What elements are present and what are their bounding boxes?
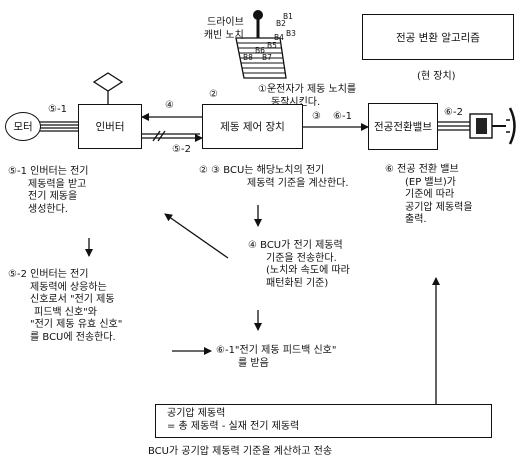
step-5-1-line4: 생성한다. [28, 203, 68, 215]
ep-valve-label: 전공전환밸브 [374, 121, 432, 133]
step-4-line4: 패턴화된 기준) [266, 277, 329, 289]
notch-b7: B7 [262, 53, 272, 62]
step-5-2-line1: ⑤-2 인버터는 전기 [8, 269, 89, 280]
step-5-2-text: ⑤-2 인버터는 전기 제동력에 상응하는 신호로서 "전기 제동 피드백 신호… [8, 269, 122, 344]
link-5-1 [38, 121, 78, 132]
brake-control-box: 제동 제어 장치 [202, 104, 303, 149]
marker-2: ② [209, 89, 218, 100]
notch-b1: B1 [283, 12, 293, 21]
marker-5-2: ⑤-2 [172, 144, 191, 155]
notch-handle-graphic [235, 10, 287, 79]
figure-caption: BCU가 공기압 제동력 기준을 계산하고 전송 [148, 446, 333, 457]
step-4-line2: 기준을 전송한다. [266, 252, 337, 264]
marker-6-1: ⑥-1 [333, 111, 352, 122]
notch-b4: B4 [274, 33, 284, 42]
inverter-label: 인버터 [95, 121, 125, 133]
formula-box: 공기압 제동력 = 총 제동력 - 실재 전기 제동력 [155, 404, 492, 438]
motor-box: 모터 [5, 112, 41, 141]
step-5-2-line6: 를 BCU에 전송한다. [30, 331, 116, 343]
handle-label-line2: 캐빈 노치 [203, 29, 244, 41]
brake-cylinder-graphic [469, 107, 516, 145]
algorithm-title: 전공 변환 알고리즘 [396, 31, 480, 44]
step-5-2-line5: "전기 제동 유효 신호" [30, 319, 123, 330]
step-2-3-line2: 제동력 기준을 계산한다. [247, 177, 349, 189]
notch-b5: B5 [267, 41, 277, 50]
step-1-line2: 동작시킨다. [271, 96, 321, 108]
marker-5-1: ⑤-1 [48, 104, 67, 115]
formula-line2: = 총 제동력 - 실재 전기 제동력 [167, 421, 300, 432]
link-6-2 [438, 121, 470, 131]
step-5-2-line4: 피드백 신호"와 [34, 306, 97, 318]
marker-3: ③ [312, 111, 321, 122]
step-6-line4: 공기압 제동력을 [405, 201, 473, 213]
handle-label: 드라이브 캐빈 노치 [204, 17, 244, 42]
inverter-box: 인버터 [78, 104, 142, 149]
step-6-1-text: ⑥-1"전기 제동 피드백 신호" 를 받음 [216, 345, 336, 370]
step-2-3-line1: ② ③ BCU는 해당노치의 전기 [199, 165, 325, 176]
step-4-line3: (노치와 속도에 따라 [266, 265, 350, 276]
step-6-line5: 출력. [405, 214, 427, 225]
step-5-2-line3: 신호로서 "전기 제동 [30, 294, 115, 305]
arrow-5-2 [142, 130, 203, 142]
step-6-line1: ⑥ 전공 전환 밸브 [385, 164, 459, 175]
algorithm-subtitle: (현 장치) [417, 71, 456, 82]
inverter-indicator-diamond [92, 72, 124, 92]
step-6-line2: (EP 밸브)가 [405, 176, 456, 188]
step-6-text: ⑥ 전공 전환 밸브 (EP 밸브)가 기준에 따라 공기압 제동력을 출력. [385, 164, 473, 227]
step-5-1-line2: 제동력을 받고 [28, 178, 87, 190]
step-6-1-line2: 를 받음 [238, 357, 269, 369]
step-1-text: ①운전자가 제동 노치를 동작시킨다. [258, 84, 356, 109]
ep-valve-box: 전공전환밸브 [368, 103, 438, 150]
step-6-line3: 기준에 따라 [405, 189, 455, 200]
step-5-1-line3: 전기 제동을 [28, 191, 78, 202]
step-6-1-line1: ⑥-1"전기 제동 피드백 신호" [216, 345, 337, 356]
brake-control-label: 제동 제어 장치 [220, 121, 285, 133]
step-2-3-text: ② ③ BCU는 해당노치의 전기 제동력 기준을 계산한다. [199, 165, 349, 190]
step-4-line1: ④ BCU가 전기 제동력 [248, 240, 343, 251]
step-5-1-text: ⑤-1 인버터는 전기 제동력을 받고 전기 제동을 생성한다. [8, 166, 89, 216]
notch-b3: B3 [286, 29, 296, 38]
marker-6-2: ⑥-2 [444, 107, 463, 118]
notch-b8: B8 [243, 53, 253, 62]
step-1-line1: ①운전자가 제동 노치를 [258, 84, 357, 95]
notch-b6: B6 [255, 46, 265, 55]
arrow-diagonal-4-to-51 [164, 213, 229, 259]
marker-4: ④ [165, 100, 174, 111]
step-4-text: ④ BCU가 전기 제동력 기준을 전송한다. (노치와 속도에 따라 패턴화된… [248, 240, 350, 290]
formula-line1: 공기압 제동력 [167, 408, 226, 419]
notch-b2: B2 [276, 19, 286, 28]
step-5-1-line1: ⑤-1 인버터는 전기 [8, 166, 89, 177]
handle-label-line1: 드라이브 [207, 17, 244, 28]
algorithm-box: 전공 변환 알고리즘 [362, 14, 514, 60]
step-5-2-line2: 제동력에 상응하는 [30, 281, 107, 293]
motor-label: 모터 [13, 121, 33, 133]
